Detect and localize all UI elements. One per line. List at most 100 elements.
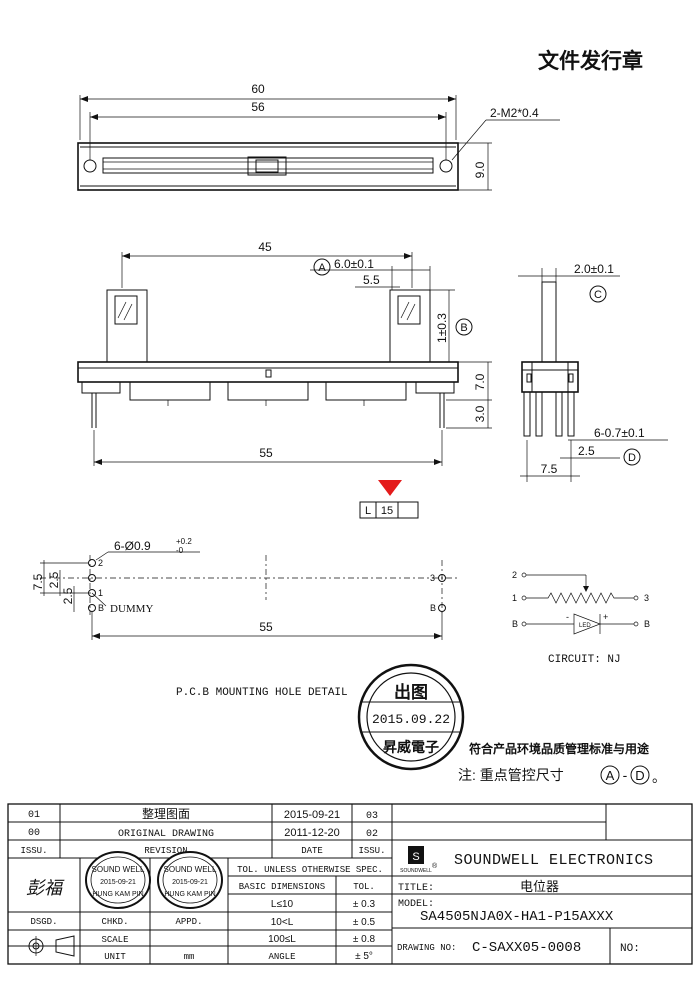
dim-travel: 45 xyxy=(258,240,272,254)
pcb-hole-detail: 6-Ø0.9 +0.2 -0 2 1 B 3 B 7.5 2.5 2.5 DUM… xyxy=(31,537,460,699)
dim-pin-width: 6-0.7±0.1 xyxy=(594,426,645,440)
issue-stamp: 出图 2015.09.22 昇威電子 xyxy=(357,663,465,771)
rev-desc-1: 整理图面 xyxy=(142,806,190,821)
company-logo-icon: S xyxy=(408,846,424,864)
key-dims-tag-d: D xyxy=(635,768,644,783)
pcb-caption: P.C.B MOUNTING HOLE DETAIL xyxy=(176,687,348,699)
dim-5-5: 5.5 xyxy=(363,273,380,287)
tol-dim-3: 100≤L xyxy=(268,934,296,945)
travel-value: 15 xyxy=(381,505,393,517)
circuit-caption: CIRCUIT: NJ xyxy=(548,654,621,666)
dim-lever-height-tag-b: B xyxy=(460,322,467,334)
head-date: DATE xyxy=(301,846,323,856)
rev-code-1: 03 xyxy=(366,811,378,822)
pcb-pin-b-left: B xyxy=(98,603,104,613)
issue-stamp-date: 2015.09.22 xyxy=(372,712,450,727)
tol-head: TOL. xyxy=(353,882,375,892)
travel-box: L 15 xyxy=(359,480,419,519)
key-dims-dash: - xyxy=(623,767,628,783)
key-dims-text: 注: 重点管控尺寸 xyxy=(458,767,564,783)
dim-pin-length: 3.0 xyxy=(473,405,487,422)
tol-val-3: ± 0.8 xyxy=(353,934,376,945)
pcb-hole-tol-minus: -0 xyxy=(176,546,184,555)
rev-issue-1: 01 xyxy=(28,810,40,821)
tol-val-1: ± 0.3 xyxy=(353,899,376,910)
circuit-led-label: LED xyxy=(579,623,591,629)
dim-pin-spacing: 2.5 xyxy=(578,444,595,458)
circuit-led-plus: + xyxy=(603,612,608,622)
model-label: MODEL: xyxy=(398,899,434,910)
side-view: 2.0±0.1 C 6-0.7±0.1 2.5 D 7.5 xyxy=(518,262,668,482)
pcb-dim-55: 55 xyxy=(259,620,273,634)
tol-val-2: ± 0.5 xyxy=(353,917,376,928)
dim-body-width: 9.0 xyxy=(473,161,487,178)
pcb-dim-7-5: 7.5 xyxy=(31,573,45,590)
circuit-pin-3: 3 xyxy=(644,593,649,603)
dim-pin-pitch: 55 xyxy=(259,446,273,460)
circuit-pin-1: 1 xyxy=(512,593,517,603)
issue-stamp-company: 昇威電子 xyxy=(383,739,439,755)
release-stamp: 文件发行章 xyxy=(538,49,643,73)
dim-pin-row-span: 7.5 xyxy=(541,462,558,476)
dim-lever-tag-a: A xyxy=(318,262,326,274)
approval-stamp-1: SOUND WELL 2015-09-21 HUNG KAM PIN xyxy=(85,851,151,909)
company-registered: ® xyxy=(432,862,438,870)
label-chkd: CHKD. xyxy=(101,917,128,927)
projection-symbol-icon xyxy=(24,935,75,957)
pcb-pin-3: 3 xyxy=(430,573,435,583)
rev-date-1: 2015-09-21 xyxy=(284,809,340,821)
rev-desc-2: ORIGINAL DRAWING xyxy=(118,829,214,840)
label-scale: SCALE xyxy=(101,935,128,945)
stamp-1-date: 2015-09-21 xyxy=(100,879,136,886)
head-issu: ISSU. xyxy=(20,846,47,856)
rev-code-2: 02 xyxy=(366,829,378,840)
drawing-no-value: C-SAXX05-0008 xyxy=(472,940,581,956)
company-name: SOUNDWELL ELECTRONICS xyxy=(454,852,654,869)
circuit-led-minus: - xyxy=(566,612,569,622)
stamp-2-factory: HUNG KAM PIN xyxy=(164,891,215,898)
dim-body-height: 7.0 xyxy=(473,373,487,390)
compliance-note: 符合产品环境品质管理标准与用途 xyxy=(469,741,650,756)
dim-pin-tag-d: D xyxy=(628,452,636,464)
drawing-no-label: DRAWING NO: xyxy=(397,943,456,953)
travel-label: L xyxy=(365,505,371,517)
hole-note: 2-M2*0.4 xyxy=(490,106,539,120)
model-value: SA4505NJA0X-HA1-P15AXXX xyxy=(420,909,614,925)
dim-shaft-width: 2.0±0.1 xyxy=(574,262,614,276)
tol-angle-val: ± 5° xyxy=(355,951,373,962)
no-label: NO: xyxy=(620,943,640,955)
rev-date-2: 2011-12-20 xyxy=(284,827,339,839)
tol-dim-1: L≤10 xyxy=(271,899,294,910)
label-appd: APPD. xyxy=(175,917,202,927)
label-unit: UNIT xyxy=(104,952,126,962)
dim-lever-height: 1±0.3 xyxy=(435,313,449,343)
circuit-pin-2: 2 xyxy=(512,570,517,580)
title-value: 电位器 xyxy=(520,879,559,894)
title-label: TITLE: xyxy=(398,883,434,894)
issue-stamp-title: 出图 xyxy=(394,682,428,702)
tol-angle-label: ANGLE xyxy=(268,952,295,962)
pcb-pin-2: 2 xyxy=(98,558,103,568)
circuit-pin-b-left: B xyxy=(512,619,518,629)
dim-shaft-tag-c: C xyxy=(594,289,602,301)
key-dims-note: 注: 重点管控尺寸 A - D 。 xyxy=(458,765,666,785)
stamp-2-date: 2015-09-21 xyxy=(172,879,208,886)
pcb-hole-tol-plus: +0.2 xyxy=(176,537,192,546)
stamp-1-factory: HUNG KAM PIN xyxy=(92,891,143,898)
pcb-dim-2-5-a: 2.5 xyxy=(47,571,61,588)
key-dims-tag-a: A xyxy=(606,768,615,783)
tol-title: TOL. UNLESS OTHERWISE SPEC. xyxy=(237,865,383,875)
label-dsgd: DSGD. xyxy=(30,917,57,927)
top-view: 60 56 9.0 2-M2*0.4 xyxy=(77,82,560,191)
pcb-dim-2-5-b: 2.5 xyxy=(61,587,75,604)
approval-stamp-2: SOUND WELL 2015-09-21 HUNG KAM PIN xyxy=(157,851,223,909)
pcb-pin-b-right: B xyxy=(430,603,436,613)
circuit-pin-b-right: B xyxy=(644,619,650,629)
svg-text:S: S xyxy=(412,851,419,863)
pcb-hole-note: 6-Ø0.9 xyxy=(114,539,151,553)
pcb-dummy-label: DUMMY xyxy=(110,603,153,615)
unit-value: mm xyxy=(184,952,195,962)
stamp-2-company: SOUND WELL xyxy=(164,865,217,874)
title-block: 01 整理图面 2015-09-21 03 00 ORIGINAL DRAWIN… xyxy=(7,803,693,965)
